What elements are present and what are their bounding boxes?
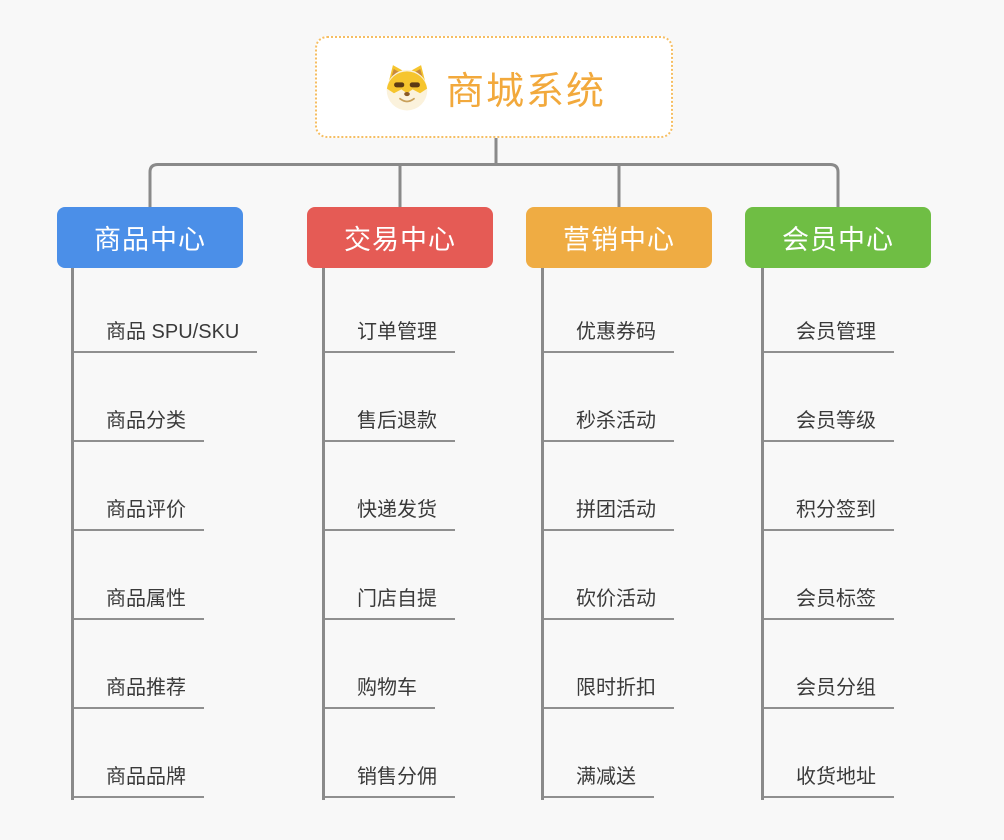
branch-children-member-center: 会员管理 会员等级 积分签到 会员标签 会员分组 收货地址 [760,264,1002,800]
trunk-line [321,268,325,800]
node-item: 销售分佣 [323,709,563,798]
node-label[interactable]: 拼团活动 [542,498,674,531]
node-item: 商品分类 [72,353,312,442]
node-item: 商品品牌 [72,709,312,798]
trunk-line [760,268,764,800]
branch-header-member-center[interactable]: 会员中心 [745,207,931,268]
node-label[interactable]: 收货地址 [762,765,894,798]
node-label[interactable]: 砍价活动 [542,587,674,620]
branch-header-product-center[interactable]: 商品中心 [57,207,243,268]
node-item: 拼团活动 [542,442,782,531]
node-item: 商品 SPU/SKU [72,264,312,353]
branch-header-trade-center[interactable]: 交易中心 [307,207,493,268]
node-label[interactable]: 门店自提 [323,587,455,620]
node-label[interactable]: 快递发货 [323,498,455,531]
dog-icon [382,62,432,112]
node-item: 订单管理 [323,264,563,353]
node-item: 会员等级 [762,353,1002,442]
trunk-line [540,268,544,800]
node-label[interactable]: 会员等级 [762,409,894,442]
branch-rail-line [148,163,840,207]
node-label[interactable]: 购物车 [323,676,435,709]
node-label[interactable]: 优惠券码 [542,320,674,353]
node-label[interactable]: 限时折扣 [542,676,674,709]
node-item: 会员标签 [762,531,1002,620]
root-title: 商城系统 [445,70,606,113]
node-item: 门店自提 [323,531,563,620]
node-item: 会员管理 [762,264,1002,353]
node-label[interactable]: 订单管理 [323,320,455,353]
node-label[interactable]: 商品品牌 [72,765,204,798]
node-label[interactable]: 会员分组 [762,676,894,709]
node-label[interactable]: 商品 SPU/SKU [72,320,258,353]
branch-children-trade-center: 订单管理 售后退款 快递发货 门店自提 购物车 销售分佣 [321,264,563,800]
node-item: 会员分组 [762,620,1002,709]
node-item: 积分签到 [762,442,1002,531]
root-node[interactable]: 商城系统 [315,36,673,138]
branch-children-marketing-center: 优惠券码 秒杀活动 拼团活动 砍价活动 限时折扣 满减送 [540,264,782,800]
node-label[interactable]: 销售分佣 [323,765,455,798]
node-label[interactable]: 商品属性 [72,587,204,620]
branch-header-marketing-center[interactable]: 营销中心 [526,207,712,268]
node-item: 商品推荐 [72,620,312,709]
node-label[interactable]: 积分签到 [762,498,894,531]
node-item: 满减送 [542,709,782,798]
node-label[interactable]: 会员管理 [762,320,894,353]
node-item: 收货地址 [762,709,1002,798]
node-item: 商品评价 [72,442,312,531]
node-label[interactable]: 商品评价 [72,498,204,531]
node-item: 秒杀活动 [542,353,782,442]
node-label[interactable]: 商品分类 [72,409,204,442]
node-item: 砍价活动 [542,531,782,620]
trunk-line [70,268,74,800]
node-item: 优惠券码 [542,264,782,353]
branch-children-product-center: 商品 SPU/SKU 商品分类 商品评价 商品属性 商品推荐 商品品牌 [70,264,312,800]
node-item: 购物车 [323,620,563,709]
node-item: 售后退款 [323,353,563,442]
node-item: 限时折扣 [542,620,782,709]
node-item: 商品属性 [72,531,312,620]
node-label[interactable]: 商品推荐 [72,676,204,709]
node-label[interactable]: 满减送 [542,765,654,798]
node-label[interactable]: 秒杀活动 [542,409,674,442]
node-label[interactable]: 售后退款 [323,409,455,442]
node-item: 快递发货 [323,442,563,531]
node-label[interactable]: 会员标签 [762,587,894,620]
